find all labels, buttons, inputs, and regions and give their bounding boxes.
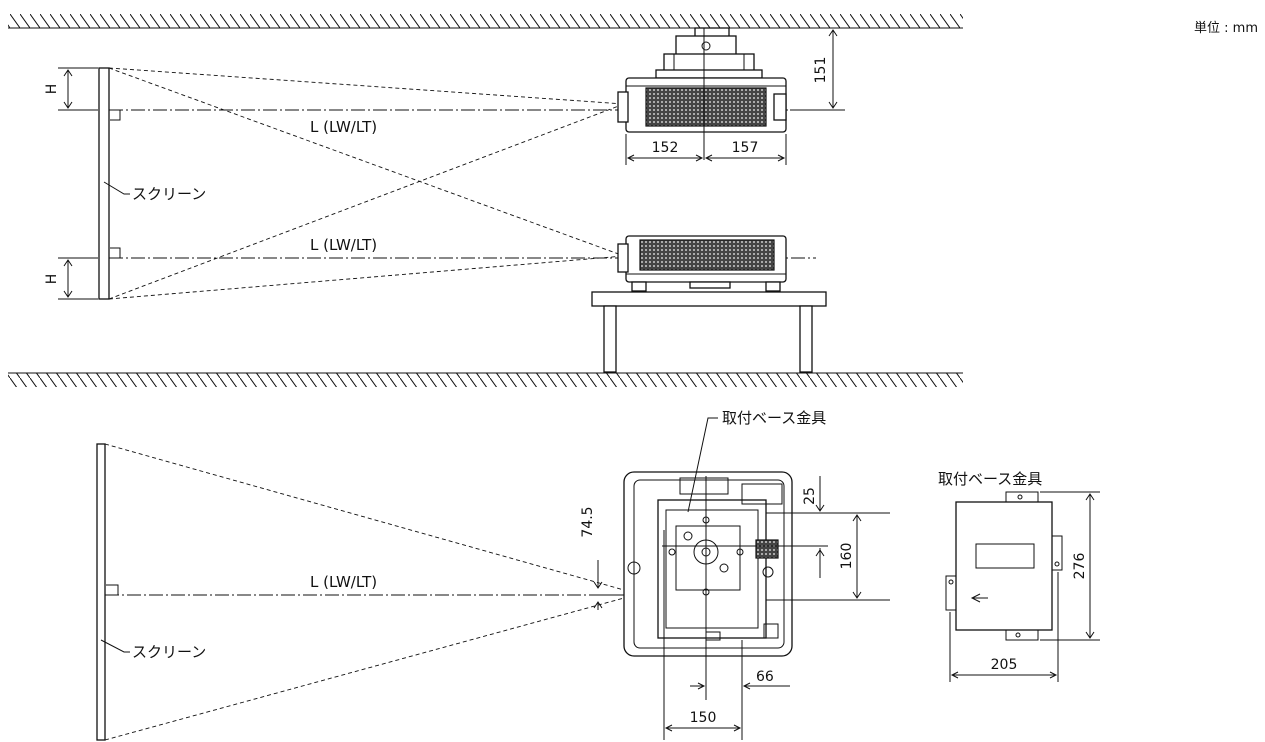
- dimension-152: 152: [652, 140, 679, 156]
- horizontal-dimensions-top: [625, 134, 787, 165]
- screen-top-view: [96, 443, 130, 741]
- mount-offset-dimension: [766, 476, 890, 578]
- throw-label-middle: L (LW/LT): [310, 236, 377, 254]
- dimension-74-5: 74.5: [580, 506, 596, 537]
- mount-base-callout-leader: [687, 417, 718, 513]
- mount-depth-dimension: [766, 514, 890, 601]
- screen-label-bottom: スクリーン: [132, 643, 206, 661]
- dimension-276: 276: [1072, 553, 1088, 580]
- dimension-66: 66: [756, 669, 774, 685]
- ceiling-mounted-projector: [617, 27, 787, 160]
- lens-offset-dimension: [590, 560, 622, 610]
- height-label-top: H: [44, 84, 60, 95]
- screen-label-top: スクリーン: [132, 185, 206, 203]
- projection-lines-top: [108, 67, 840, 300]
- dimension-150: 150: [690, 710, 717, 726]
- base-width-dimension: [949, 572, 1059, 682]
- height-dimension-middle: [58, 257, 98, 300]
- mount-base-detail-label: 取付ベース金具: [938, 470, 1042, 488]
- screen-side-view: [98, 67, 130, 300]
- projector-top-view: [623, 471, 828, 740]
- dimension-205: 205: [991, 657, 1018, 673]
- table: [591, 291, 827, 373]
- table-projector: [617, 235, 787, 292]
- dimension-25: 25: [802, 487, 818, 505]
- floor: [8, 372, 963, 387]
- height-label-middle: H: [44, 274, 60, 285]
- unit-label: 単位 : mm: [1194, 20, 1258, 36]
- throw-label-bottom: L (LW/LT): [310, 573, 377, 591]
- mount-width-dimension: [664, 724, 742, 732]
- mount-base-callout-label: 取付ベース金具: [722, 409, 826, 427]
- mount-lateral-dimension: [690, 682, 790, 690]
- mount-base-detail: [945, 491, 1063, 641]
- dimension-160: 160: [839, 543, 855, 570]
- ceiling-distance-dimension: [790, 29, 845, 111]
- height-dimension-top: [58, 67, 98, 111]
- base-height-dimension: [1040, 491, 1100, 641]
- dimension-151: 151: [813, 57, 829, 84]
- dimension-157: 157: [732, 140, 759, 156]
- projection-lines-bottom: [104, 443, 625, 741]
- ceiling: [8, 14, 963, 29]
- throw-label-top: L (LW/LT): [310, 118, 377, 136]
